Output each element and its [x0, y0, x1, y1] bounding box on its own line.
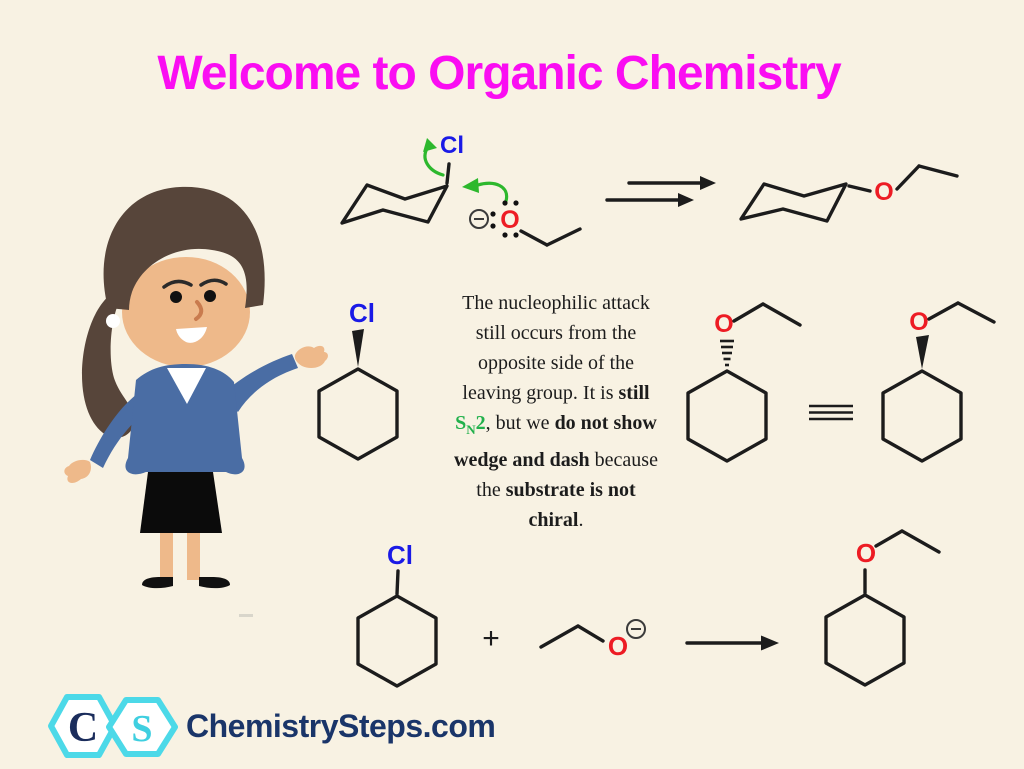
ethyl-bond: [732, 302, 765, 323]
oxygen-label: O: [500, 206, 519, 234]
explanation-segment: .: [578, 509, 584, 531]
cyclohexane-ring: [881, 369, 963, 463]
teacher-eye-right: [204, 290, 216, 302]
explanation-segment: because the: [476, 449, 658, 501]
c-cl-bond: [445, 162, 451, 185]
ethyl-bond: [761, 302, 802, 327]
chlorine-label: Cl: [387, 540, 413, 570]
oxygen-label: O: [909, 308, 928, 336]
ethyl-bond: [895, 164, 921, 191]
lone-pair-dot: [513, 200, 519, 206]
curved-arrow-nucleophile: [476, 181, 509, 203]
teacher-earring: [106, 314, 120, 328]
sn2-s: S: [455, 412, 467, 434]
chair-cyclohexane-product: [739, 182, 848, 223]
logo-site-text: ChemistrySteps.com: [186, 708, 495, 744]
teacher-eye-left: [170, 291, 182, 303]
lone-pair-dot: [513, 232, 519, 238]
lone-pair-dot: [490, 223, 496, 229]
teacher-hand-right: [294, 345, 328, 369]
artifact-dash: [239, 614, 253, 617]
sn2-2: 2: [475, 412, 486, 434]
logo-hexagon-s: [106, 697, 178, 757]
ethyl-bond: [545, 227, 582, 247]
teacher-illustration: [64, 186, 328, 589]
ethyl-bond: [539, 624, 580, 649]
minus-charge-icon: [469, 209, 489, 229]
logo-letter-c: C: [68, 705, 98, 751]
bottom-reaction: Cl + O O: [356, 529, 941, 688]
teacher-hair: [103, 186, 265, 310]
cyclohexane-ring: [356, 594, 438, 688]
lone-pair-dot: [502, 232, 508, 238]
teacher-leg-left: [160, 533, 173, 580]
chlorine-label: Cl: [440, 132, 464, 159]
cyclohexane-ring: [686, 369, 768, 463]
teacher-eyebrow-left: [162, 279, 193, 289]
wedge-chlorocyclohexane: Cl: [317, 298, 399, 461]
wedge-ethoxycyclohexane: O: [881, 301, 996, 463]
teacher-jacket: [125, 364, 245, 475]
explanation-bold-substrate: substrate is not chiral: [505, 479, 636, 531]
page-title: Welcome to Organic Chemistry: [157, 47, 841, 100]
chlorine-label: Cl: [349, 298, 375, 328]
oxygen-label: O: [714, 310, 733, 338]
explanation-text: The nucleophilic attack still occurs fro…: [448, 288, 664, 535]
curved-arrow-head-1: [423, 138, 437, 152]
explanation-bold-wedge: do not show wedge and dash: [454, 412, 657, 471]
chair-cyclohexane-reactant: [340, 183, 449, 225]
teacher-shoe-right: [199, 577, 230, 589]
oxygen-label: O: [856, 538, 876, 568]
plus-sign: +: [482, 622, 500, 655]
c-cl-bond: [395, 569, 400, 596]
teacher-leg-right: [187, 533, 200, 580]
teacher-face: [122, 257, 250, 367]
cyclohexane-ring: [824, 593, 906, 687]
teacher-arm-left: [90, 392, 147, 468]
ethyl-bond: [927, 301, 960, 321]
arrow-head: [761, 635, 779, 651]
explanation-bold-still: still: [618, 382, 650, 404]
oxygen-label: O: [874, 178, 893, 206]
arrow-head: [700, 176, 716, 190]
wedge-bond: [916, 335, 929, 369]
minus-charge-icon: [626, 619, 646, 639]
ethyl-bond: [519, 229, 549, 247]
dash-ethoxycyclohexane: O: [686, 302, 802, 463]
lone-pair-dot: [502, 200, 508, 206]
teacher-ponytail: [82, 290, 135, 438]
top-reaction: Cl O O: [340, 132, 959, 247]
explanation-segment: , but we: [485, 412, 555, 434]
teacher-shirt: [167, 368, 206, 404]
logo-link[interactable]: C S ChemistrySteps.com: [48, 694, 496, 758]
arrow-head: [678, 193, 694, 207]
oxygen-label: O: [608, 631, 628, 661]
identity-sign: [809, 404, 853, 421]
logo-letter-s: S: [131, 708, 152, 750]
cyclohexane-ring: [317, 367, 399, 461]
ethyl-bond: [874, 529, 904, 548]
ethyl-bond: [917, 164, 959, 178]
teacher-arm-right: [220, 354, 298, 412]
explanation-segment: The nucleophilic attack still occurs fro…: [462, 292, 650, 404]
ethyl-bond: [956, 301, 996, 324]
teacher-hand-left: [64, 459, 91, 483]
teacher-shoe-left: [142, 577, 173, 589]
sn2-subscript-n: N: [466, 422, 476, 437]
lone-pair-dot: [490, 211, 496, 217]
ethyl-bond: [576, 624, 605, 643]
teacher-eyebrow-right: [199, 278, 228, 287]
curved-arrow-head-2: [462, 178, 479, 193]
teacher-skirt: [140, 472, 222, 533]
wedge-bond: [352, 329, 364, 367]
teacher-nose: [194, 300, 204, 321]
ethyl-bond: [900, 529, 941, 554]
teacher-smile: [176, 327, 207, 343]
c-o-bond: [847, 184, 872, 193]
